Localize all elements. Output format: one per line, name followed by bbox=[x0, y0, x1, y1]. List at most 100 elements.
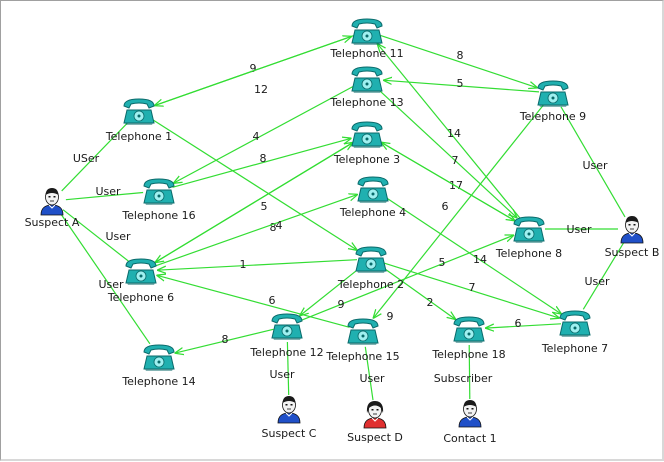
telephone-icon bbox=[537, 80, 569, 107]
edge-t12-t8[interactable] bbox=[299, 235, 514, 322]
person-icon bbox=[277, 396, 301, 424]
edge-sd-t15[interactable] bbox=[364, 346, 374, 401]
node-c1[interactable]: Contact 1 bbox=[443, 398, 497, 445]
edge-t15-t6[interactable] bbox=[156, 275, 350, 328]
edge-t8-t11[interactable] bbox=[377, 43, 521, 219]
node-sc[interactable]: Suspect C bbox=[262, 394, 317, 440]
edge-t13-t8[interactable] bbox=[376, 88, 517, 219]
edge-label: 12 bbox=[254, 83, 268, 96]
node-label: Telephone 18 bbox=[431, 348, 505, 361]
edge-label: User bbox=[105, 230, 131, 243]
node-t16[interactable]: Telephone 16 bbox=[121, 176, 196, 222]
edge-t11-t9[interactable] bbox=[380, 34, 538, 88]
node-t15[interactable]: Telephone 15 bbox=[325, 316, 400, 363]
node-label: Telephone 12 bbox=[249, 346, 323, 359]
edge-label: User bbox=[95, 185, 121, 198]
telephone-icon bbox=[351, 66, 383, 93]
person-icon bbox=[458, 400, 482, 428]
node-t3[interactable]: Telephone 3 bbox=[333, 119, 400, 166]
edge-sc-t12[interactable] bbox=[286, 341, 290, 396]
edge-label: 8 bbox=[270, 221, 277, 234]
person-icon bbox=[620, 216, 644, 244]
edge-t13-t16[interactable] bbox=[173, 85, 355, 184]
telephone-icon bbox=[351, 121, 383, 148]
edge-label: 6 bbox=[515, 317, 522, 330]
edge-c1-t18[interactable] bbox=[468, 344, 471, 400]
node-label: Telephone 7 bbox=[541, 342, 608, 355]
telephone-icon bbox=[559, 310, 591, 337]
node-label: Telephone 3 bbox=[333, 153, 400, 166]
node-label: Telephone 15 bbox=[325, 350, 399, 363]
edge-t16-t3[interactable] bbox=[172, 138, 352, 188]
edge-t2-t12[interactable] bbox=[300, 267, 361, 316]
node-label: Telephone 16 bbox=[121, 209, 195, 222]
node-sa[interactable]: Suspect A bbox=[25, 186, 80, 229]
person-icon bbox=[40, 188, 64, 216]
edge-sb-t9[interactable] bbox=[560, 106, 626, 218]
edge-sa-t1[interactable] bbox=[61, 122, 129, 192]
node-label: Suspect B bbox=[605, 246, 660, 259]
node-t7[interactable]: Telephone 7 bbox=[541, 308, 608, 355]
node-t11[interactable]: Telephone 11 bbox=[329, 16, 404, 60]
telephone-icon bbox=[355, 246, 387, 273]
edge-t3-t6[interactable] bbox=[155, 140, 356, 262]
node-label: Telephone 9 bbox=[519, 110, 586, 123]
edge-sa-t14[interactable] bbox=[59, 212, 151, 345]
edge-label: USer bbox=[73, 152, 100, 165]
node-label: Contact 1 bbox=[443, 432, 496, 445]
female-person-icon bbox=[363, 401, 387, 429]
node-t6[interactable]: Telephone 6 bbox=[107, 256, 174, 304]
edge-label: 9 bbox=[250, 62, 257, 75]
node-label: Telephone 6 bbox=[107, 291, 174, 304]
edge-label: Subscriber bbox=[434, 372, 493, 385]
node-t1[interactable]: Telephone 1 bbox=[105, 96, 172, 143]
edge-t1-t2[interactable] bbox=[150, 117, 358, 251]
edge-t7-t18[interactable] bbox=[485, 323, 562, 328]
node-t4[interactable]: Telephone 4 bbox=[339, 174, 406, 219]
node-label: Telephone 4 bbox=[339, 206, 406, 219]
edge-label: 14 bbox=[447, 127, 461, 140]
edge-t9-t15[interactable] bbox=[373, 103, 545, 319]
edge-t12-t14[interactable] bbox=[175, 328, 274, 353]
edge-label: 8 bbox=[222, 333, 229, 346]
edge-t11-t1[interactable] bbox=[154, 35, 354, 106]
node-t2[interactable]: Telephone 2 bbox=[337, 244, 404, 291]
edge-sb-t7[interactable] bbox=[582, 240, 626, 310]
edge-t6-t4[interactable] bbox=[154, 194, 358, 267]
edge-t2-t7[interactable] bbox=[384, 262, 559, 318]
edge-label: 14 bbox=[473, 253, 487, 266]
telephone-icon bbox=[351, 18, 383, 45]
node-sb[interactable]: Suspect B bbox=[605, 214, 660, 259]
edge-label: 9 bbox=[387, 310, 394, 323]
edge-label: 7 bbox=[469, 281, 476, 294]
edge-label: 9 bbox=[338, 298, 345, 311]
node-label: Telephone 8 bbox=[495, 247, 562, 260]
edge-t2-t6[interactable] bbox=[157, 259, 358, 271]
node-label: Suspect C bbox=[262, 427, 317, 440]
node-t8[interactable]: Telephone 8 bbox=[495, 214, 562, 260]
edge-sa-t6[interactable] bbox=[62, 209, 129, 262]
telephone-icon bbox=[513, 216, 545, 243]
edge-label: User bbox=[566, 223, 592, 236]
edge-t4-t7[interactable] bbox=[384, 196, 562, 315]
node-t14[interactable]: Telephone 14 bbox=[121, 342, 196, 388]
node-t12[interactable]: Telephone 12 bbox=[249, 311, 324, 359]
node-t9[interactable]: Telephone 9 bbox=[519, 78, 586, 123]
edge-t3-t8[interactable] bbox=[378, 140, 515, 221]
edge-label: 1 bbox=[240, 258, 247, 271]
telephone-icon bbox=[271, 313, 303, 340]
node-label: Suspect A bbox=[25, 216, 80, 229]
edge-label: User bbox=[582, 159, 608, 172]
edge-label: User bbox=[269, 368, 295, 381]
edge-sa-t16[interactable] bbox=[65, 191, 144, 201]
telephone-icon bbox=[453, 316, 485, 343]
edge-label: 6 bbox=[269, 294, 276, 307]
telephone-icon bbox=[143, 178, 175, 205]
edge-t2-t18[interactable] bbox=[382, 266, 456, 320]
node-t18[interactable]: Telephone 18 bbox=[431, 314, 506, 361]
node-t13[interactable]: Telephone 13 bbox=[329, 64, 404, 109]
node-sd[interactable]: Suspect D bbox=[347, 399, 403, 444]
